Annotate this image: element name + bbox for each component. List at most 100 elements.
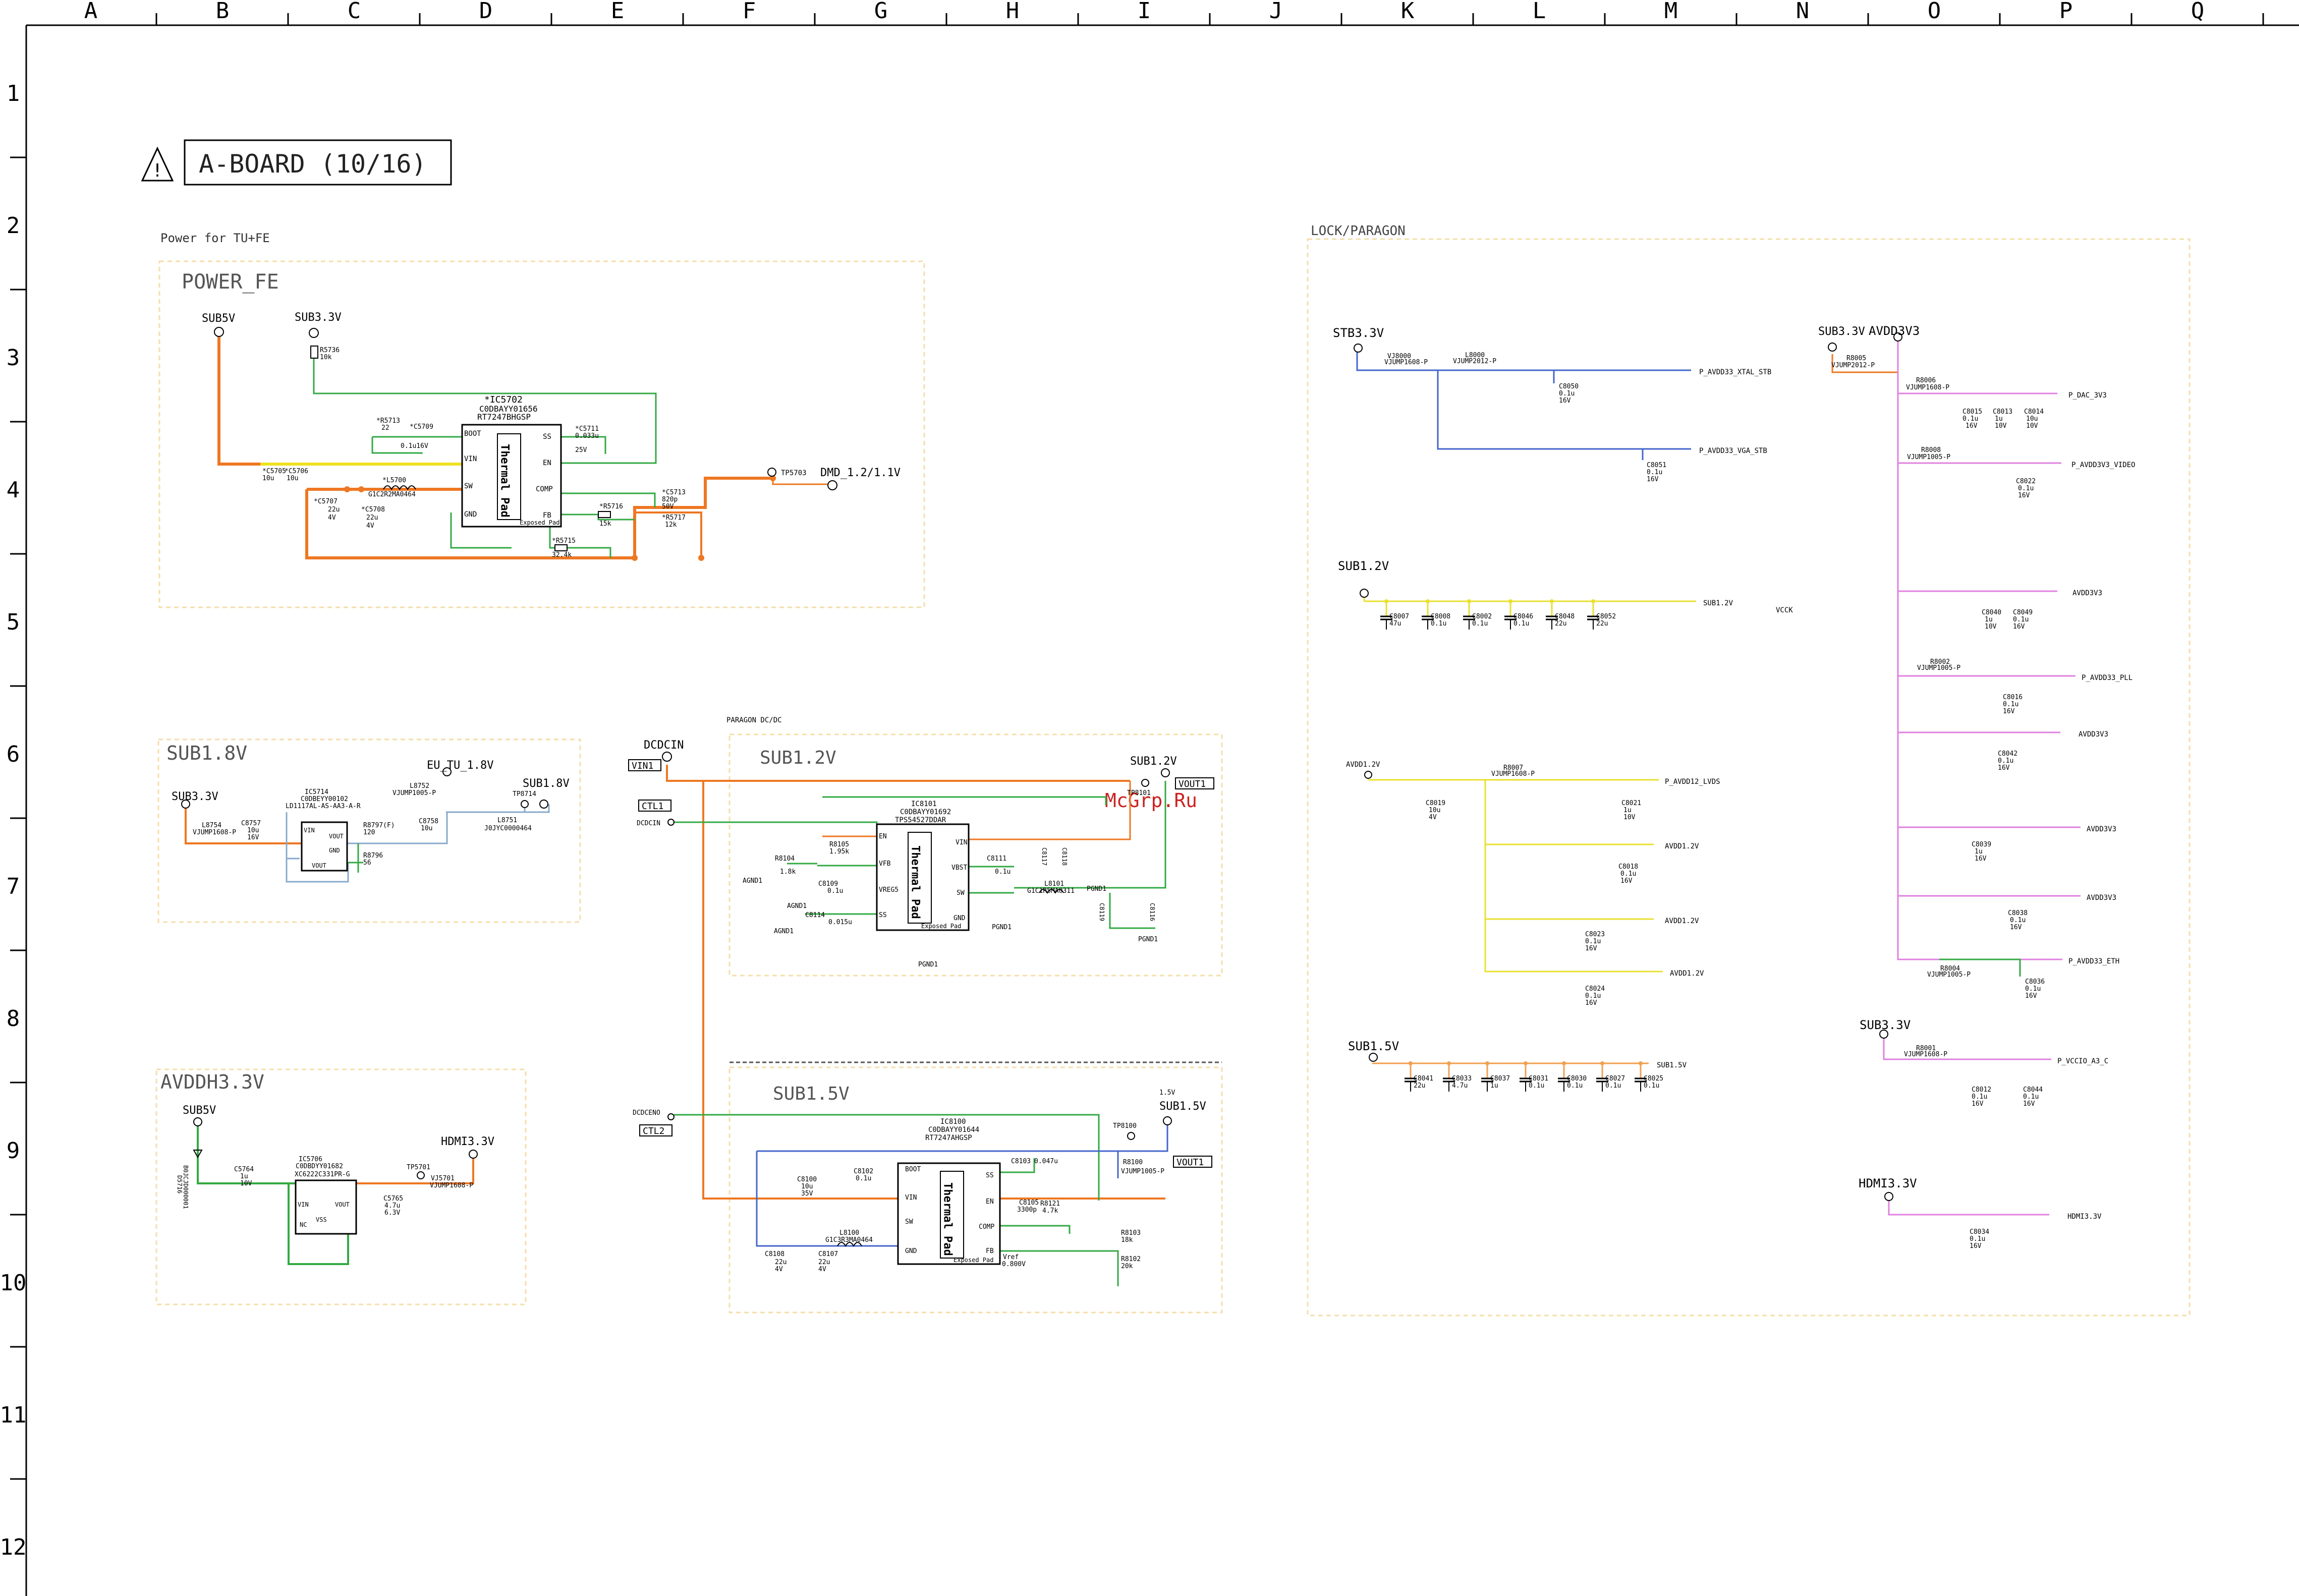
cap-ref: C8002 <box>1472 613 1492 620</box>
r8001-ref: R8001 <box>1916 1045 1936 1052</box>
r8100-val: VJUMP1005-P <box>1121 1168 1164 1175</box>
vref-value: 0.800V <box>1002 1261 1026 1268</box>
c8013-volt: 10V <box>1995 422 2007 430</box>
r8102-val: 20k <box>1121 1263 1133 1270</box>
port-avdd3v3-2: AVDD3V3 <box>2079 730 2108 738</box>
r8004-ref: R8004 <box>1940 965 1960 973</box>
pin-ss-8101: SS <box>879 911 887 919</box>
ic5714-part: C0DBEYY00102 <box>301 795 348 803</box>
pin-ss-8100: SS <box>986 1172 994 1179</box>
ic5714-name: LD1117AL-AS-AA3-A-R <box>286 803 361 810</box>
c8022-val: 0.1u <box>2018 485 2034 492</box>
c8013-val: 1u <box>1995 415 2003 423</box>
c8103-val: 0.047u <box>1034 1158 1058 1165</box>
port-sub12: SUB1.2V <box>1703 599 1733 607</box>
power-fe-block: POWER_FE Thermal Pad *IC5702 C0DB <box>182 270 901 561</box>
c8116-ref: C8116 <box>1149 903 1156 921</box>
sub18-label: SUB1.8V <box>166 742 247 764</box>
c5711-val: 0.033u <box>575 432 599 440</box>
pin-vin-8101: VIN <box>956 839 967 846</box>
c8023-volt: 16V <box>1585 945 1597 952</box>
junction-dot <box>1639 1061 1643 1065</box>
net-sub33-18: SUB3.3V <box>172 790 218 803</box>
pin-boot: BOOT <box>464 430 481 438</box>
c8109-ref: C8109 <box>818 880 838 888</box>
r8796-val: 56 <box>363 859 371 867</box>
net-vin1: VIN1 <box>632 761 653 771</box>
c8758-val: 10u <box>421 825 432 832</box>
c8050-val: 0.1u <box>1559 390 1575 397</box>
cap-value: 0.1u <box>1472 620 1488 628</box>
net-avdd3v3: AVDD3V3 <box>1869 324 1920 338</box>
vj8000-val: VJUMP1608-P <box>1384 359 1428 366</box>
c8758-ref: C8758 <box>419 818 438 825</box>
row-label: 3 <box>7 345 20 371</box>
ic8101-ref: IC8101 <box>911 800 937 808</box>
ic8101-name: TPS54527DDAR <box>895 816 946 824</box>
c5764-val: 1u <box>240 1173 248 1180</box>
c8023-ref: C8023 <box>1585 931 1605 938</box>
cap-ref: C8037 <box>1490 1075 1510 1082</box>
c8103-ref: C8103 <box>1011 1158 1031 1165</box>
port-xtal: P_AVDD33_XTAL_STB <box>1699 368 1771 376</box>
c8014-ref: C8014 <box>2024 408 2044 416</box>
row-label: 1 <box>7 81 20 106</box>
port-eth: P_AVDD33_ETH <box>2068 957 2119 965</box>
junction-dot <box>1591 599 1595 603</box>
c5706-ref: *C5706 <box>285 468 308 475</box>
r8797-val: 120 <box>363 829 375 836</box>
c8049-ref: C8049 <box>2013 609 2033 616</box>
l5700-ref: *L5700 <box>382 477 406 484</box>
c8022-ref: C8022 <box>2016 478 2036 485</box>
l8000-val: VJUMP2012-P <box>1453 358 1496 365</box>
lock-paragon-block: LOCK/PARAGON <box>1311 223 2135 1250</box>
c5713-val: 820p <box>662 496 678 503</box>
pin-vss-5706: VSS <box>316 1216 327 1223</box>
port-hdmi33: HDMI3.3V <box>2067 1213 2102 1221</box>
cap-ref: C8033 <box>1452 1075 1472 1082</box>
pin-vout-5706: VOUT <box>335 1201 350 1208</box>
c8111-ref: C8111 <box>987 855 1006 863</box>
net-stb33: STB3.3V <box>1333 326 1384 340</box>
junction-dot <box>1524 1061 1528 1065</box>
l8100-ref: L8100 <box>839 1229 859 1237</box>
column-label: B <box>216 0 230 24</box>
tp8100: TP8100 <box>1113 1122 1137 1130</box>
r5715-val: 32.4k <box>552 551 572 559</box>
c8018-val: 0.1u <box>1620 870 1636 878</box>
c8016-volt: 16V <box>2003 708 2015 715</box>
c8117-ref: C8117 <box>1041 847 1048 866</box>
tp5701: TP5701 <box>407 1164 430 1171</box>
cap-ref: C8031 <box>1529 1075 1548 1082</box>
cap-value: 22u <box>1555 620 1566 628</box>
net-dmd: DMD_1.2/1.1V <box>820 467 901 479</box>
ic8101-thermal-pad: Thermal Pad <box>909 845 922 919</box>
net-avdd12: AVDD1.2V <box>1346 761 1380 769</box>
row-label: 7 <box>7 874 20 899</box>
net-hdmi33: HDMI3.3V <box>441 1135 494 1148</box>
ic8100-ref: IC8100 <box>940 1118 966 1126</box>
cap-ref: C8052 <box>1596 613 1616 620</box>
block-frames <box>155 238 2191 1317</box>
c8038-ref: C8038 <box>2008 909 2028 917</box>
c8014-val: 10u <box>2026 415 2038 423</box>
net-vout1-15: VOUT1 <box>1176 1157 1204 1168</box>
r5713-ref: *R5713 <box>376 417 400 425</box>
c5705-val: 10u <box>262 475 274 482</box>
ic5702-ref: *IC5702 <box>484 394 523 405</box>
l8751-val: J0JYC0000464 <box>484 825 532 832</box>
c8100-ref: C8100 <box>797 1176 817 1183</box>
cap-value: 0.1u <box>1567 1082 1583 1090</box>
pin-ss: SS <box>543 433 551 441</box>
c8036-ref: C8036 <box>2025 978 2045 986</box>
pin-fb-8100: FB <box>986 1247 994 1255</box>
cap-ref: C8048 <box>1555 613 1575 620</box>
title-block: ! A-BOARD (10/16) Power for TU+FE <box>141 139 452 245</box>
row-label: 2 <box>7 213 20 239</box>
r8001-val: VJUMP1608-P <box>1904 1051 1947 1058</box>
c8038-val: 0.1u <box>2010 917 2026 924</box>
r8796-ref: R8796 <box>363 852 383 860</box>
pin-fb: FB <box>543 511 551 520</box>
cap-ref: C8008 <box>1431 613 1450 620</box>
c8021-volt: 10V <box>1623 814 1636 821</box>
